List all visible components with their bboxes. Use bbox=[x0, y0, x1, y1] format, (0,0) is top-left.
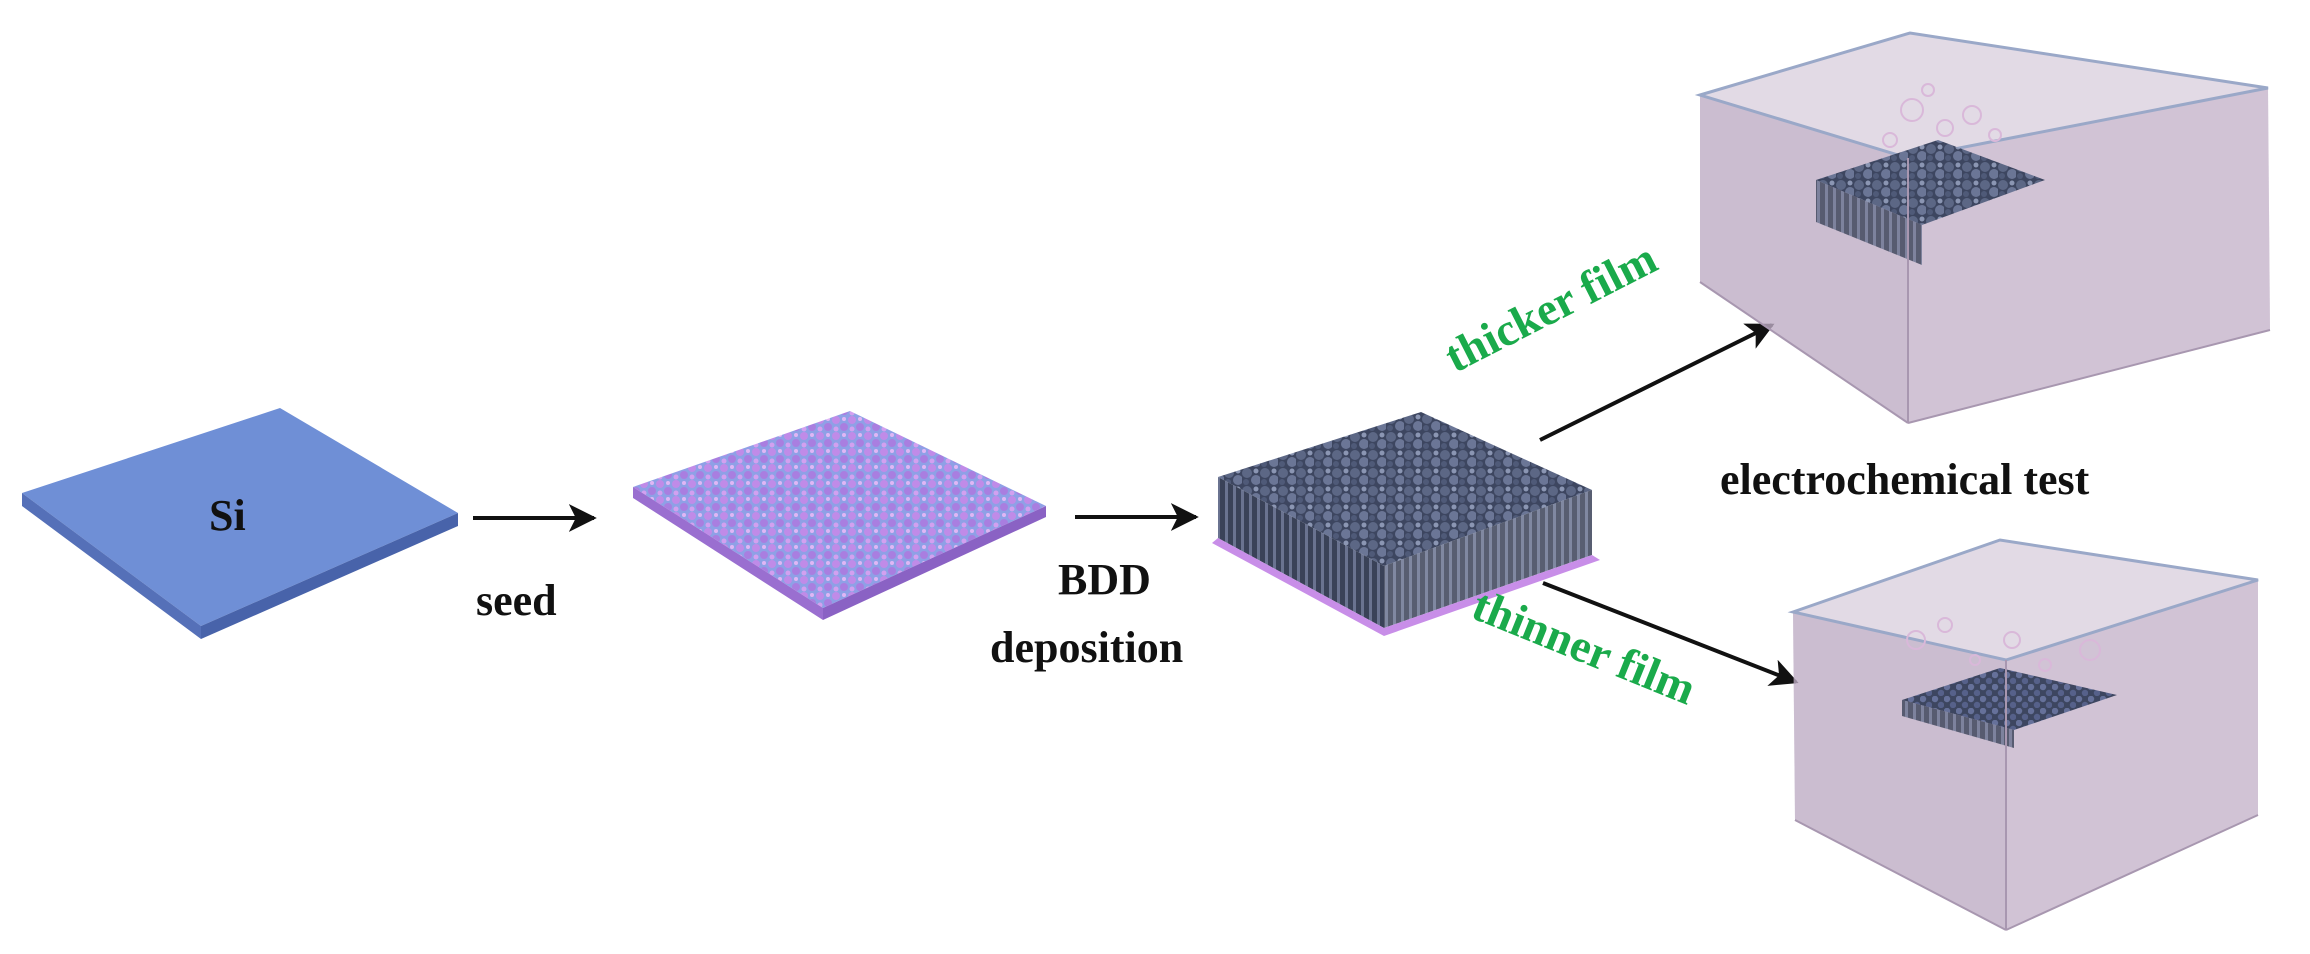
arrow-thicker bbox=[1539, 323, 1775, 442]
bdd-label: BDD bbox=[1058, 555, 1151, 604]
substrate-label: Si bbox=[209, 491, 246, 540]
electrochemical-cell-thin bbox=[1787, 538, 2259, 931]
electrochemical-cell-thick bbox=[1694, 31, 2271, 424]
si-substrate bbox=[22, 408, 458, 639]
deposition-label: deposition bbox=[990, 623, 1184, 672]
electrochemical-test-label: electrochemical test bbox=[1720, 455, 2090, 504]
arrow-thinner bbox=[1542, 581, 1799, 686]
bdd-film bbox=[1212, 412, 1600, 636]
seed-label: seed bbox=[476, 576, 557, 625]
seeded-substrate bbox=[633, 411, 1046, 620]
